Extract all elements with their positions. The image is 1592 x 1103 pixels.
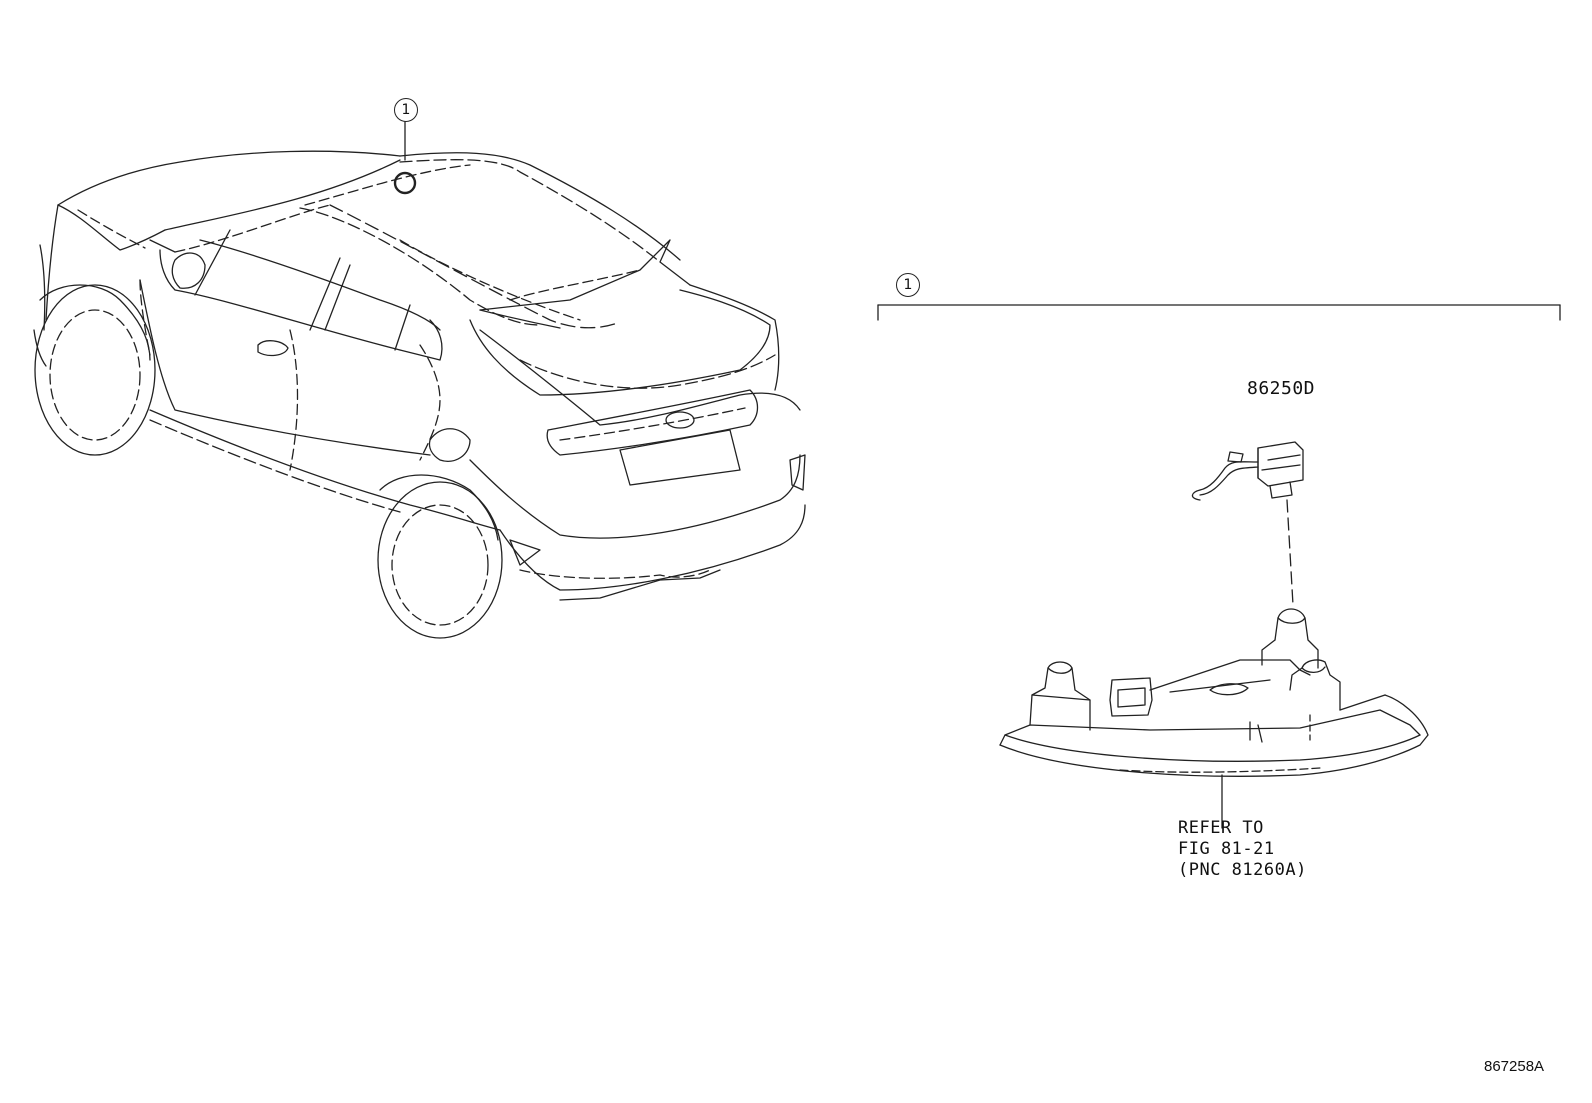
car-callout-number: 1 [394,98,418,122]
vehicle-outline-drawing [33,150,806,639]
reference-note: REFER TO FIG 81-21 (PNC 81260A) [1178,818,1307,881]
figure-id-label: 867258A [1484,1058,1545,1075]
reference-line-1: REFER TO [1178,818,1264,838]
reference-line-2: FIG 81-21 [1178,839,1275,859]
group-bracket [877,304,1561,321]
connector-module-drawing [1191,441,1304,501]
reference-line-3: (PNC 81260A) [1178,860,1307,880]
lamp-housing-drawing [999,608,1429,777]
group-callout-number: 1 [896,273,920,297]
location-marker-icon [393,171,417,195]
assembly-leader [1286,499,1294,606]
part-number-label: 86250D [1247,378,1316,399]
